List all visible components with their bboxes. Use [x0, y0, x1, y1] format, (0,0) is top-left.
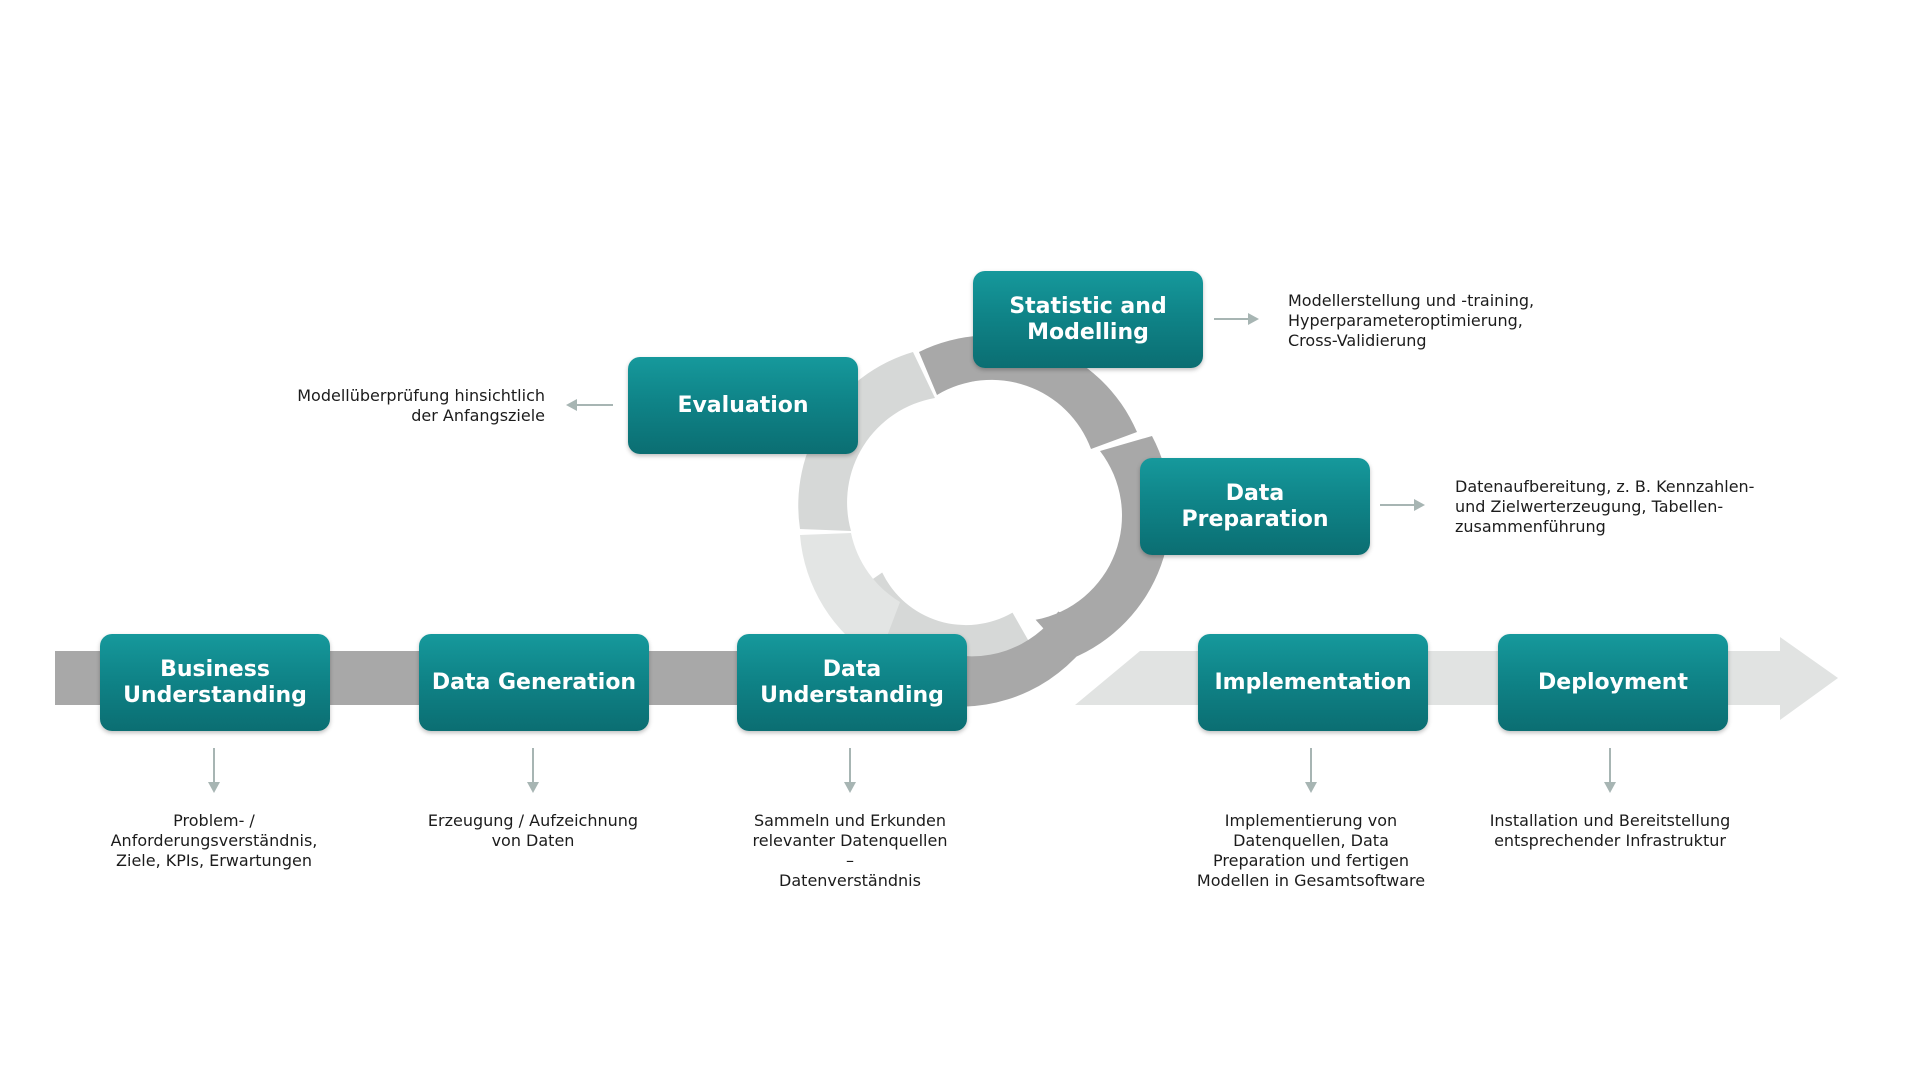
data-understanding-box: Data Understanding	[737, 634, 967, 731]
down-arrow-implementation	[1305, 748, 1317, 793]
down-arrow-generation	[527, 748, 539, 793]
deployment-description-text: Installation und Bereitstellung entsprec…	[1489, 811, 1731, 850]
data-generation-description: Erzeugung / Aufzeichnung von Daten	[383, 811, 683, 851]
business-understanding-description: Problem- / Anforderungsverständnis, Ziel…	[64, 811, 364, 871]
implementation-description: Implementierung von Datenquellen, Data P…	[1161, 811, 1461, 891]
deployment-description: Installation und Bereitstellung entsprec…	[1460, 811, 1760, 851]
deployment-box: Deployment	[1498, 634, 1728, 731]
data-generation-label: Data Generation	[431, 669, 637, 695]
data-preparation-label: Data Preparation	[1181, 480, 1329, 532]
data-preparation-description-text: Datenaufbereitung, z. B. Kennzahlen- und…	[1455, 477, 1755, 536]
implementation-description-text: Implementierung von Datenquellen, Data P…	[1196, 811, 1426, 890]
data-understanding-description-text: Sammeln und Erkunden relevanter Datenque…	[752, 811, 948, 890]
statistic-modelling-description: Modellerstellung und -training, Hyperpar…	[1288, 291, 1588, 351]
data-understanding-label: Data Understanding	[760, 656, 944, 708]
left-arrow-evaluation	[566, 399, 613, 411]
down-arrow-understanding	[844, 748, 856, 793]
business-understanding-description-text: Problem- / Anforderungsverständnis, Ziel…	[110, 811, 318, 870]
right-arrow-modelling	[1214, 313, 1259, 325]
data-generation-box: Data Generation	[419, 634, 649, 731]
implementation-box: Implementation	[1198, 634, 1428, 731]
statistic-modelling-description-text: Modellerstellung und -training, Hyperpar…	[1288, 291, 1535, 350]
data-preparation-description: Datenaufbereitung, z. B. Kennzahlen- und…	[1455, 477, 1785, 537]
evaluation-label: Evaluation	[677, 392, 809, 418]
ring-segment-evaluation	[798, 352, 935, 531]
ring-segment-modelling	[919, 335, 1137, 449]
data-preparation-box: Data Preparation	[1140, 458, 1370, 555]
evaluation-description: Modellüberprüfung hinsichtlich der Anfan…	[245, 386, 545, 426]
down-arrow-deployment	[1604, 748, 1616, 793]
ring-segment-preparation	[1035, 436, 1171, 659]
evaluation-description-text: Modellüberprüfung hinsichtlich der Anfan…	[297, 386, 545, 425]
evaluation-box: Evaluation	[628, 357, 858, 454]
business-understanding-box: Business Understanding	[100, 634, 330, 731]
statistic-modelling-box: Statistic and Modelling	[973, 271, 1203, 368]
right-arrow-preparation	[1380, 499, 1425, 511]
ring-segment-left	[800, 533, 900, 660]
deployment-label: Deployment	[1538, 669, 1688, 695]
data-understanding-description: Sammeln und Erkunden relevanter Datenque…	[700, 811, 1000, 891]
data-generation-description-text: Erzeugung / Aufzeichnung von Daten	[427, 811, 639, 850]
implementation-label: Implementation	[1214, 669, 1412, 695]
down-arrow-business	[208, 748, 220, 793]
business-understanding-label: Business Understanding	[123, 656, 307, 708]
statistic-modelling-label: Statistic and Modelling	[1009, 293, 1167, 345]
